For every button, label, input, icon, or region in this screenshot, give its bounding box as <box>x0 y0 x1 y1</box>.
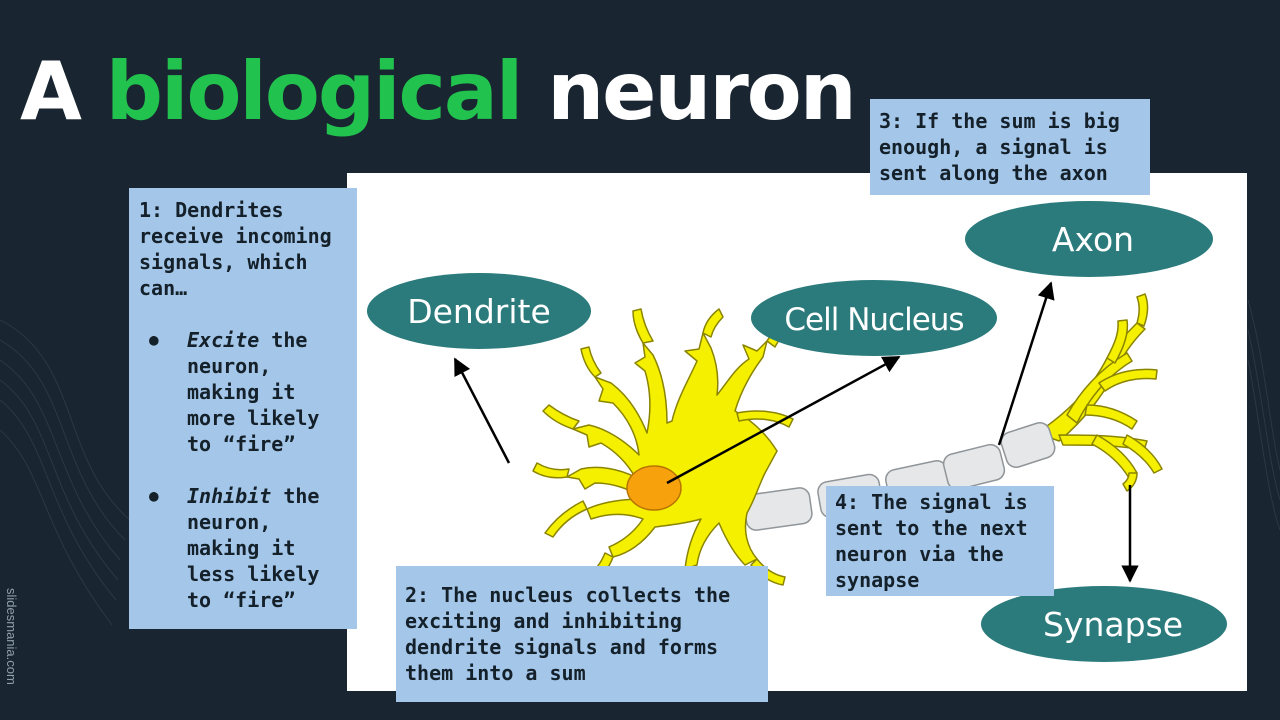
title-suffix: neuron <box>547 45 857 138</box>
bullet-inhibit-text: the neuron, making it less likely to “fi… <box>187 484 320 612</box>
bullet-excite-text: the neuron, making it more likely to “fi… <box>187 328 320 456</box>
pointer-arrows <box>453 281 1139 583</box>
title-accent-word: biological <box>105 45 524 138</box>
synapse-label-bubble <box>981 586 1227 662</box>
synapse-label: Synapse <box>1043 605 1183 644</box>
dendrite-label-bubble <box>367 273 591 349</box>
note-dendrites-intro: 1: Dendrites receive incoming signals, w… <box>139 198 332 300</box>
cell-nucleus-shape <box>626 465 682 511</box>
slide-title: A biological neuron <box>20 44 857 140</box>
note-dendrites: 1: Dendrites receive incoming signals, w… <box>129 188 357 629</box>
bullet-inhibit: Inhibit the neuron, making it less likel… <box>139 483 349 613</box>
credit-watermark: slidesmania.com <box>4 588 19 685</box>
cell-nucleus-label: Cell Nucleus <box>784 302 963 338</box>
note-nucleus-text: 2: The nucleus collects the exciting and… <box>405 583 731 685</box>
arrow-to-axon-label <box>997 281 1055 446</box>
arrow-to-dendrite-label <box>453 357 511 464</box>
title-prefix: A <box>20 45 82 138</box>
cell-nucleus-label-bubble <box>751 280 997 356</box>
arrow-to-nucleus-label <box>666 355 901 485</box>
bullet-excite-emphasis: Excite <box>187 328 260 352</box>
note-axon: 3: If the sum is big enough, a signal is… <box>870 99 1150 195</box>
note-nucleus: 2: The nucleus collects the exciting and… <box>396 566 768 702</box>
diagram-labels: Dendrite Cell Nucleus Axon Synapse <box>367 201 1227 662</box>
bullet-inhibit-emphasis: Inhibit <box>187 484 272 508</box>
axon-label-bubble <box>965 201 1213 277</box>
neuron-diagram-svg: Dendrite Cell Nucleus Axon Synapse <box>367 201 1227 662</box>
note-dendrites-bullets: Excite the neuron, making it more likely… <box>139 327 349 613</box>
axon-terminal <box>1036 293 1163 492</box>
dendrite-label: Dendrite <box>407 292 551 331</box>
note-axon-text: 3: If the sum is big enough, a signal is… <box>879 109 1120 185</box>
cell-body-with-dendrites <box>532 308 794 586</box>
axon-label: Axon <box>1052 220 1134 259</box>
note-synapse-text: 4: The signal is sent to the next neuron… <box>835 490 1028 592</box>
bullet-excite: Excite the neuron, making it more likely… <box>139 327 349 457</box>
note-synapse: 4: The signal is sent to the next neuron… <box>826 486 1054 596</box>
